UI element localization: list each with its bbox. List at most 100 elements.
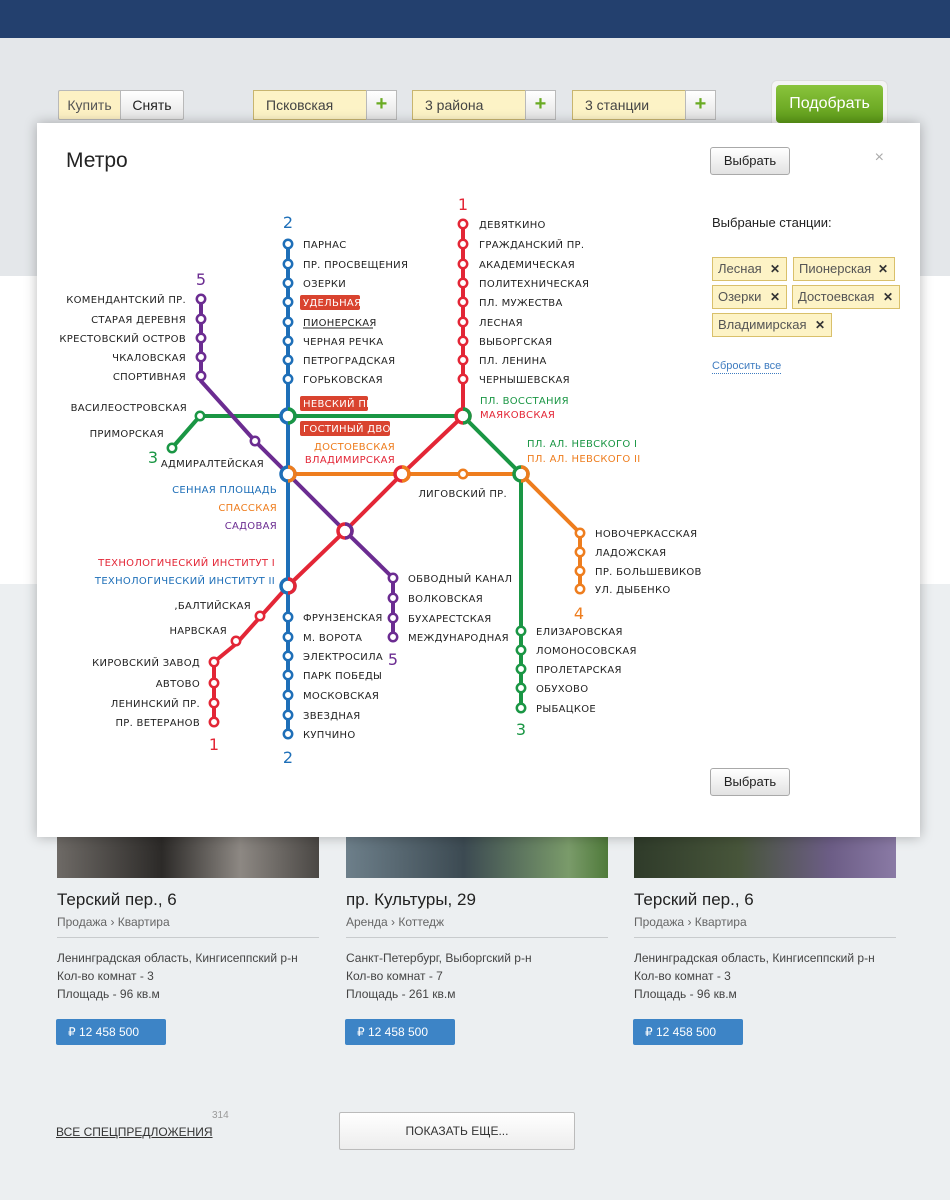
property-address[interactable]: Терский пер., 6 — [57, 890, 177, 909]
red-line-station[interactable] — [208, 716, 220, 728]
blue-line-station[interactable] — [282, 277, 294, 289]
orange-line-station[interactable] — [574, 546, 586, 558]
purple-line-station[interactable] — [387, 631, 399, 643]
chosen-station-tag[interactable]: Озерки✕ — [712, 285, 787, 309]
all-special-offers-link[interactable]: ВСЕ СПЕЦПРЕДЛОЖЕНИЯ — [56, 1125, 213, 1139]
green-line-station[interactable] — [166, 442, 178, 454]
green-line-station[interactable] — [515, 682, 527, 694]
remove-icon[interactable]: ✕ — [814, 318, 825, 332]
reset-all-link[interactable]: Сбросить все — [712, 360, 782, 374]
red-line-station[interactable] — [457, 316, 469, 328]
purple-line-station[interactable] — [387, 592, 399, 604]
add-region-button[interactable]: + — [366, 90, 397, 120]
find-button[interactable]: Подобрать — [771, 80, 888, 128]
property-photo[interactable] — [346, 837, 608, 878]
blue-line-station[interactable] — [282, 631, 294, 643]
orange-line-station[interactable] — [574, 565, 586, 577]
blue-line-station[interactable] — [282, 709, 294, 721]
price-badge[interactable]: ₽ 12 458 500 — [56, 1019, 166, 1045]
red-line-station[interactable] — [457, 296, 469, 308]
red-line-station[interactable] — [457, 373, 469, 385]
district-field[interactable]: 3 района — [412, 90, 526, 120]
green-line-station[interactable] — [515, 625, 527, 637]
blue-line-station[interactable] — [282, 335, 294, 347]
station-label: НАРВСКАЯ — [169, 626, 227, 637]
close-icon[interactable]: × — [874, 149, 884, 166]
red-line-station[interactable] — [208, 697, 220, 709]
remove-icon[interactable]: ✕ — [882, 290, 893, 304]
red-line-station[interactable] — [457, 277, 469, 289]
remove-icon[interactable]: ✕ — [769, 262, 780, 276]
red-line-station[interactable] — [457, 218, 469, 230]
station-label: ТЕХНОЛОГИЧЕСКИЙ ИНСТИТУТ II — [94, 574, 275, 587]
buy-toggle[interactable]: Купить — [58, 90, 121, 120]
purple-line-station[interactable] — [195, 351, 207, 363]
remove-icon[interactable]: ✕ — [877, 262, 888, 276]
blue-line-station[interactable] — [282, 689, 294, 701]
red-line-station[interactable] — [230, 635, 242, 647]
select-button-bottom[interactable]: Выбрать — [710, 768, 790, 796]
chosen-station-tag[interactable]: Пионерская✕ — [793, 257, 895, 281]
show-more-button[interactable]: ПОКАЗАТЬ ЕЩЕ... — [339, 1112, 575, 1150]
blue-line-station[interactable] — [282, 354, 294, 366]
green-line-station[interactable] — [515, 663, 527, 675]
metro-stations[interactable] — [166, 218, 586, 740]
blue-line-station[interactable] — [282, 611, 294, 623]
orange-line-station[interactable] — [574, 583, 586, 595]
price-badge[interactable]: ₽ 12 458 500 — [345, 1019, 455, 1045]
remove-icon[interactable]: ✕ — [769, 290, 780, 304]
region-field[interactable]: Псковская — [253, 90, 367, 120]
purple-line-station[interactable] — [387, 612, 399, 624]
add-station-button[interactable]: + — [685, 90, 716, 120]
find-button-label: Подобрать — [776, 85, 883, 123]
rent-toggle[interactable]: Снять — [120, 90, 184, 120]
orange-line-station[interactable] — [574, 527, 586, 539]
blue-line-station[interactable] — [282, 373, 294, 385]
chosen-station-tag[interactable]: Достоевская✕ — [792, 285, 900, 309]
purple-line-station[interactable] — [195, 293, 207, 305]
station-field[interactable]: 3 станции — [572, 90, 686, 120]
red-line-station[interactable] — [457, 238, 469, 250]
station-label: МЕЖДУНАРОДНАЯ — [408, 633, 509, 644]
green-line-station[interactable] — [515, 644, 527, 656]
blue-line-station[interactable] — [282, 669, 294, 681]
chosen-station-tag[interactable]: Владимирская✕ — [712, 313, 832, 337]
station-label: М. ВОРОТА — [303, 633, 362, 644]
red-line-station[interactable] — [457, 354, 469, 366]
transfer-station-half — [287, 465, 297, 483]
station-label: БУХАРЕСТСКАЯ — [408, 614, 492, 625]
station-label: ЗВЕЗДНАЯ — [303, 711, 361, 722]
station-label: УЛ. ДЫБЕНКО — [595, 585, 671, 596]
purple-line-station[interactable] — [195, 332, 207, 344]
red-line-station[interactable] — [457, 335, 469, 347]
add-district-button[interactable]: + — [525, 90, 556, 120]
property-address[interactable]: пр. Культуры, 29 — [346, 890, 476, 909]
select-button-top[interactable]: Выбрать — [710, 147, 790, 175]
price-badge[interactable]: ₽ 12 458 500 — [633, 1019, 743, 1045]
blue-line-station[interactable] — [282, 296, 294, 308]
property-address[interactable]: Терский пер., 6 — [634, 890, 754, 909]
property-rooms: Кол-во комнат - 3 — [634, 969, 731, 983]
green-line-station[interactable] — [194, 410, 206, 422]
property-photo[interactable] — [57, 837, 319, 878]
red-line-station[interactable] — [457, 258, 469, 270]
purple-line-station[interactable] — [249, 435, 261, 447]
chosen-station-tag[interactable]: Лесная✕ — [712, 257, 787, 281]
blue-line-station[interactable] — [282, 650, 294, 662]
property-photo[interactable] — [634, 837, 896, 878]
green-line-station[interactable] — [515, 702, 527, 714]
blue-line-station[interactable] — [282, 258, 294, 270]
blue-line-station[interactable] — [282, 728, 294, 740]
purple-line-station[interactable] — [195, 370, 207, 382]
purple-line-station[interactable] — [195, 313, 207, 325]
station-label: ПОЛИТЕХНИЧЕСКАЯ — [479, 279, 589, 290]
red-line-station[interactable] — [254, 610, 266, 622]
purple-line-station[interactable] — [387, 572, 399, 584]
blue-line-station[interactable] — [282, 238, 294, 250]
property-area: Площадь - 96 кв.м — [57, 987, 160, 1001]
blue-line-station[interactable] — [282, 316, 294, 328]
red-line-station[interactable] — [208, 656, 220, 668]
red-line-station[interactable] — [208, 677, 220, 689]
orange-line-station[interactable] — [457, 468, 469, 480]
offers-count: 314 — [212, 1110, 229, 1121]
